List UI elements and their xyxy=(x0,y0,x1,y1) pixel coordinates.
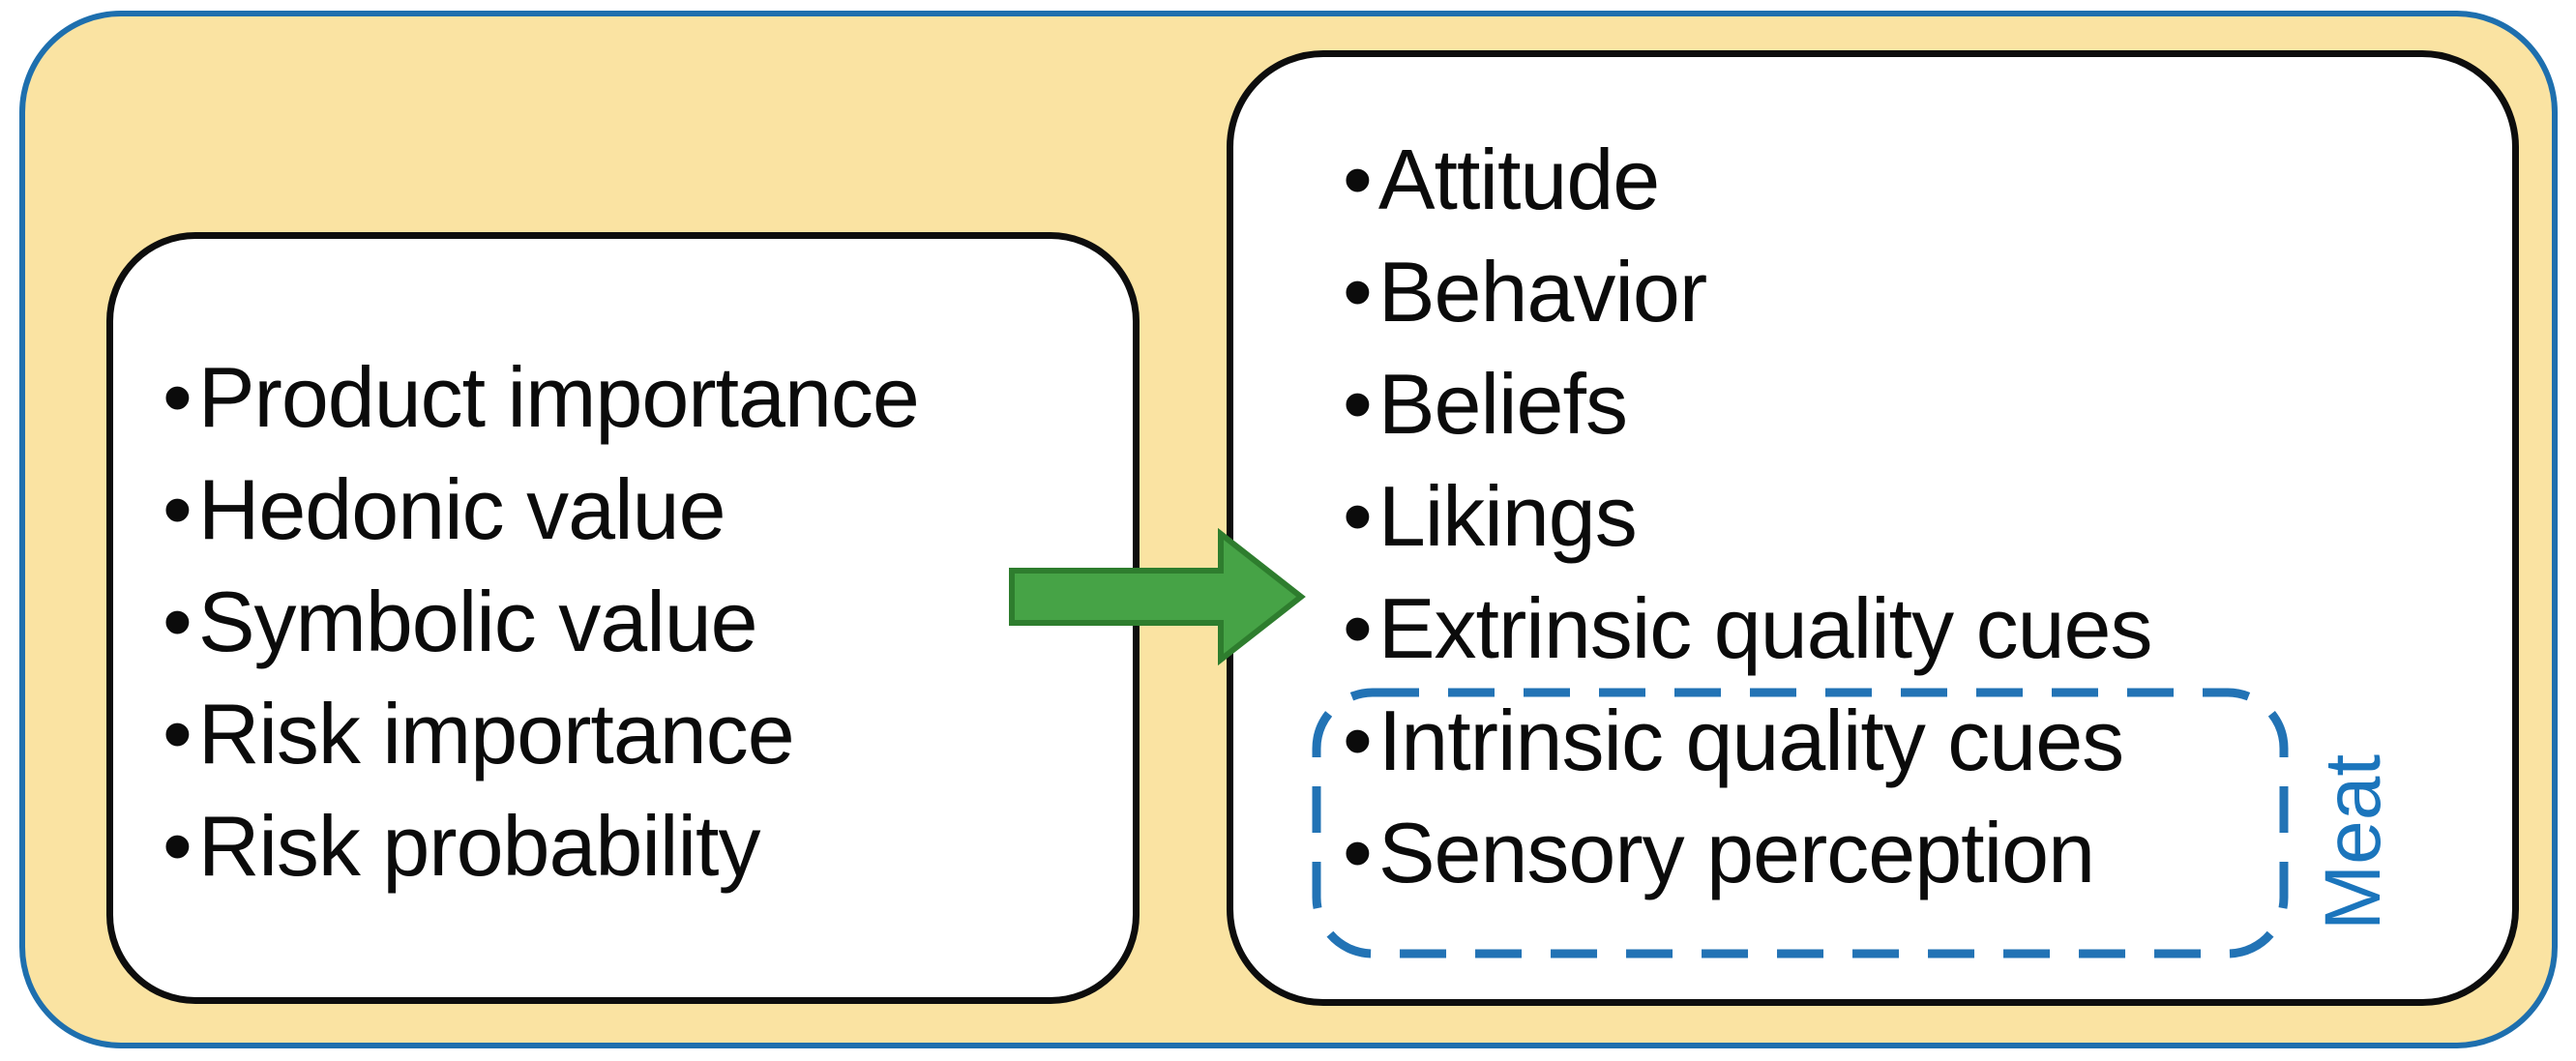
right-outcomes-list: •Attitude •Behavior •Beliefs •Likings •E… xyxy=(1233,57,2512,685)
list-item: •Product importance xyxy=(163,341,1133,454)
bullet-marker: • xyxy=(1343,244,1373,339)
list-item-label: Hedonic value xyxy=(197,461,726,557)
bullet-marker: • xyxy=(1343,805,1373,900)
bullet-marker: • xyxy=(163,686,192,781)
list-item-label: Beliefs xyxy=(1377,356,1628,452)
bullet-marker: • xyxy=(1343,356,1373,452)
list-item: •Likings xyxy=(1343,460,2512,573)
bullet-marker: • xyxy=(163,461,192,557)
list-item-label: Behavior xyxy=(1377,244,1707,339)
left-factors-list: •Product importance •Hedonic value •Symb… xyxy=(113,239,1133,902)
left-factors-box: •Product importance •Hedonic value •Symb… xyxy=(106,232,1140,1004)
bullet-marker: • xyxy=(1343,468,1373,564)
list-item: •Hedonic value xyxy=(163,454,1133,566)
bullet-marker: • xyxy=(1343,580,1373,676)
list-item-label: Symbolic value xyxy=(197,574,758,669)
bullet-marker: • xyxy=(163,574,192,669)
list-item-label: Likings xyxy=(1377,468,1638,564)
bullet-marker: • xyxy=(1343,693,1373,788)
list-item: •Behavior xyxy=(1343,236,2512,348)
list-item-label: Risk importance xyxy=(197,686,795,781)
list-item-label: Sensory perception xyxy=(1377,805,2095,900)
bullet-marker: • xyxy=(163,798,192,894)
list-item: •Extrinsic quality cues xyxy=(1343,573,2512,685)
meat-label: Meat xyxy=(2309,753,2397,931)
list-item-label: Intrinsic quality cues xyxy=(1377,693,2124,788)
list-item-label: Attitude xyxy=(1377,132,1660,227)
list-item-label: Extrinsic quality cues xyxy=(1377,580,2153,676)
bullet-marker: • xyxy=(1343,132,1373,227)
list-item: •Attitude xyxy=(1343,124,2512,236)
list-item: •Risk importance xyxy=(163,678,1133,790)
bullet-marker: • xyxy=(163,349,192,445)
list-item-label: Product importance xyxy=(197,349,920,445)
list-item: •Symbolic value xyxy=(163,566,1133,678)
list-item: •Risk probability xyxy=(163,790,1133,902)
list-item: •Beliefs xyxy=(1343,348,2512,460)
list-item-label: Risk probability xyxy=(197,798,761,894)
